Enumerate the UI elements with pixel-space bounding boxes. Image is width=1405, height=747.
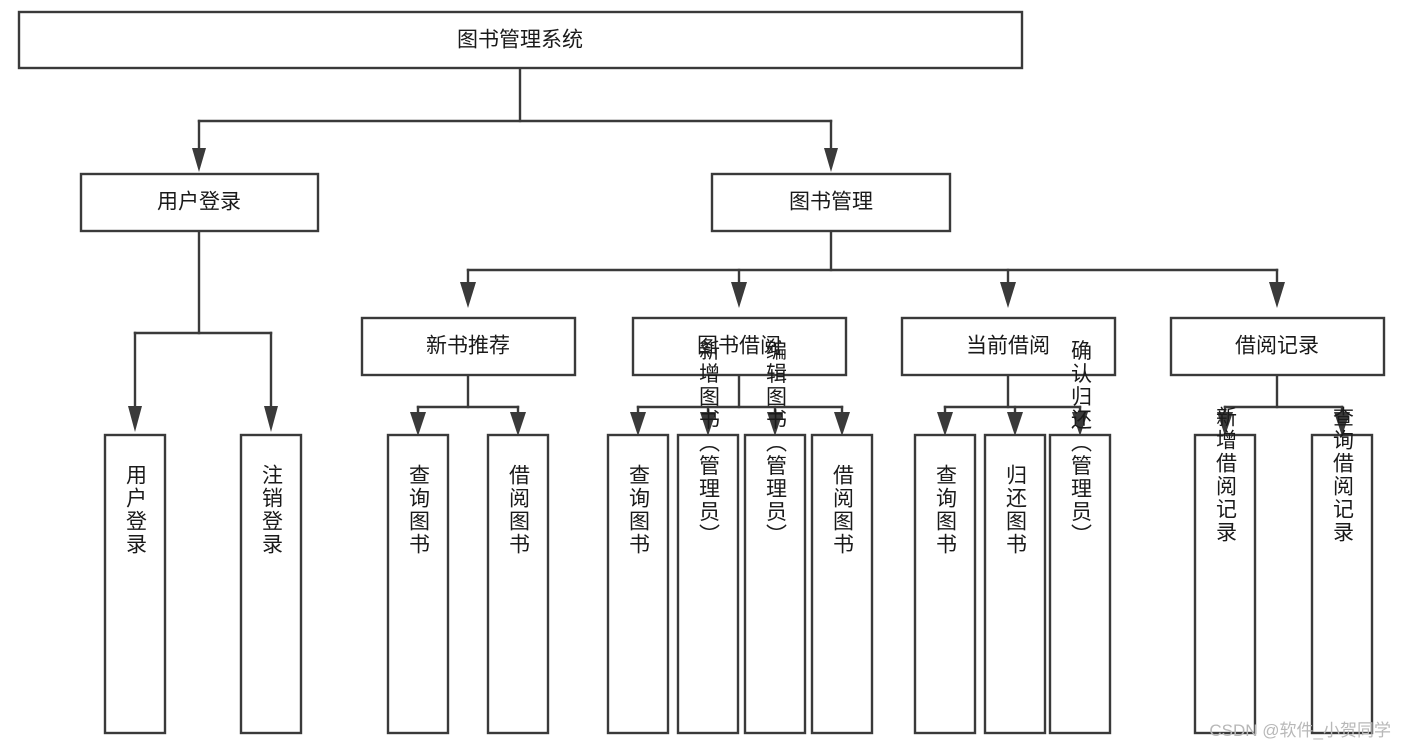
node-leaf-query-book-2-box[interactable] bbox=[606, 433, 670, 735]
node-leaf-borrow-book-2[interactable]: 借阅图书 bbox=[810, 433, 874, 735]
node-leaf-query-record-label: 查询借阅记录 bbox=[1331, 406, 1355, 544]
arrow-to-leaf-confirm-return bbox=[1072, 412, 1088, 436]
node-borrow-record-box[interactable] bbox=[1169, 316, 1386, 377]
arrow-to-book-borrow bbox=[731, 282, 747, 308]
arrow-to-leaf-borrow-book-1 bbox=[510, 412, 526, 436]
arrow-to-current-borrow bbox=[1000, 282, 1016, 308]
node-root[interactable]: 图书管理系统 bbox=[17, 10, 1024, 70]
node-book-borrow-box[interactable] bbox=[631, 316, 848, 377]
node-book-manage-box[interactable] bbox=[710, 172, 952, 233]
node-root-box[interactable] bbox=[17, 10, 1024, 70]
node-leaf-add-record-label: 新增借阅记录 bbox=[1214, 406, 1238, 544]
node-leaf-query-book-1-box[interactable] bbox=[386, 433, 450, 735]
node-leaf-query-book-3-label: 查询图书 bbox=[934, 464, 958, 556]
node-leaf-return-book-label: 归还图书 bbox=[1004, 464, 1028, 556]
arrow-to-user-login bbox=[192, 148, 206, 172]
node-leaf-add-record[interactable]: 新增借阅记录 bbox=[1193, 406, 1257, 735]
node-current-borrow-label: 当前借阅 bbox=[966, 335, 1050, 358]
node-leaf-user-login[interactable]: 用户登录 bbox=[103, 433, 167, 735]
node-leaf-query-book-1[interactable]: 查询图书 bbox=[386, 433, 450, 735]
arrow-to-new-book-recommend bbox=[460, 282, 476, 308]
node-new-book-recommend-label: 新书推荐 bbox=[426, 335, 510, 358]
node-leaf-logout-label: 注销登录 bbox=[260, 464, 284, 556]
node-leaf-user-login-box[interactable] bbox=[103, 433, 167, 735]
node-book-manage[interactable]: 图书管理 bbox=[710, 172, 952, 233]
node-book-manage-label: 图书管理 bbox=[789, 191, 873, 214]
arrow-to-leaf-add-record bbox=[1217, 412, 1233, 436]
node-leaf-user-login-label: 用户登录 bbox=[124, 464, 148, 556]
node-current-borrow-box[interactable] bbox=[900, 316, 1117, 377]
node-user-login[interactable]: 用户登录 bbox=[79, 172, 320, 233]
arrow-to-leaf-edit-book bbox=[767, 412, 783, 436]
node-leaf-add-book-label: 新增图书（管理员） bbox=[697, 340, 721, 547]
node-leaf-confirm-return[interactable]: 确认归还（管理员） bbox=[1048, 340, 1112, 735]
node-leaf-return-book[interactable]: 归还图书 bbox=[983, 433, 1047, 735]
node-borrow-record-label: 借阅记录 bbox=[1235, 335, 1319, 358]
node-root-label: 图书管理系统 bbox=[457, 29, 583, 52]
node-leaf-logout[interactable]: 注销登录 bbox=[239, 433, 303, 735]
arrow-to-leaf-query-record bbox=[1334, 412, 1350, 436]
node-leaf-return-book-box[interactable] bbox=[983, 433, 1047, 735]
node-leaf-add-record-box[interactable] bbox=[1193, 433, 1257, 735]
node-user-login-box[interactable] bbox=[79, 172, 320, 233]
connectors bbox=[128, 66, 1350, 436]
node-leaf-query-record-box[interactable] bbox=[1310, 433, 1374, 735]
arrow-to-leaf-query-book-1 bbox=[410, 412, 426, 436]
node-new-book-recommend-box[interactable] bbox=[360, 316, 577, 377]
node-leaf-confirm-return-label: 确认归还（管理员） bbox=[1069, 340, 1093, 547]
arrow-to-borrow-record bbox=[1269, 282, 1285, 308]
node-leaf-query-record[interactable]: 查询借阅记录 bbox=[1310, 406, 1374, 735]
node-leaf-edit-book-box[interactable] bbox=[743, 433, 807, 735]
arrow-to-leaf-user-login bbox=[128, 406, 142, 432]
node-leaf-edit-book-label: 编辑图书（管理员） bbox=[764, 340, 788, 547]
node-leaf-borrow-book-1-box[interactable] bbox=[486, 433, 550, 735]
node-current-borrow[interactable]: 当前借阅 bbox=[900, 316, 1117, 377]
node-leaf-logout-box[interactable] bbox=[239, 433, 303, 735]
node-user-login-label: 用户登录 bbox=[157, 191, 241, 214]
node-leaf-query-book-2-label: 查询图书 bbox=[627, 464, 651, 556]
node-book-borrow[interactable]: 图书借阅 bbox=[631, 316, 848, 377]
node-leaf-query-book-3[interactable]: 查询图书 bbox=[913, 433, 977, 735]
node-leaf-borrow-book-1-label: 借阅图书 bbox=[507, 464, 531, 556]
node-book-borrow-label: 图书借阅 bbox=[697, 335, 781, 358]
node-leaf-add-book-box[interactable] bbox=[676, 433, 740, 735]
node-leaf-query-book-2[interactable]: 查询图书 bbox=[606, 433, 670, 735]
node-leaf-query-book-1-label: 查询图书 bbox=[407, 464, 431, 556]
arrow-to-leaf-return-book bbox=[1007, 412, 1023, 436]
arrow-to-book-manage bbox=[824, 148, 838, 172]
node-leaf-borrow-book-2-box[interactable] bbox=[810, 433, 874, 735]
arrow-to-leaf-add-book bbox=[700, 412, 716, 436]
arrow-to-leaf-query-book-2 bbox=[630, 412, 646, 436]
node-borrow-record[interactable]: 借阅记录 bbox=[1169, 316, 1386, 377]
node-leaf-edit-book[interactable]: 编辑图书（管理员） bbox=[743, 340, 807, 735]
arrow-to-leaf-query-book-3 bbox=[937, 412, 953, 436]
node-leaf-confirm-return-box[interactable] bbox=[1048, 433, 1112, 735]
node-leaf-borrow-book-2-label: 借阅图书 bbox=[831, 464, 855, 556]
node-leaf-add-book[interactable]: 新增图书（管理员） bbox=[676, 340, 740, 735]
node-leaf-borrow-book-1[interactable]: 借阅图书 bbox=[486, 433, 550, 735]
node-new-book-recommend[interactable]: 新书推荐 bbox=[360, 316, 577, 377]
watermark-label: CSDN @软件_小贺同学 bbox=[1209, 721, 1391, 740]
arrow-to-leaf-logout bbox=[264, 406, 278, 432]
arrow-to-leaf-borrow-book-2 bbox=[834, 412, 850, 436]
node-leaf-query-book-3-box[interactable] bbox=[913, 433, 977, 735]
